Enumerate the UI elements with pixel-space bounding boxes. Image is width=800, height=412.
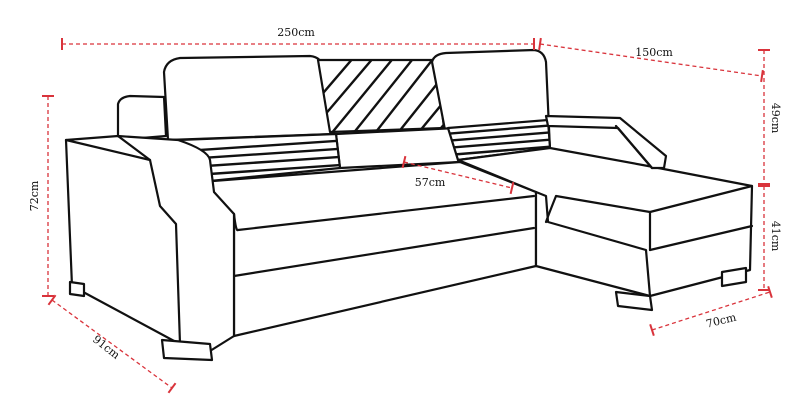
chaise-armrest [544, 114, 668, 170]
seat-cushion-middle [334, 126, 462, 170]
dim-label-seat-depth: 57cm [415, 176, 446, 189]
back-cushion-left [162, 54, 336, 142]
left-armrest-inner-edge [116, 134, 182, 346]
dim-line-seat-depth [403, 161, 513, 189]
dim-label-chaise-width: 70cm [705, 310, 738, 330]
sofa-drawing [64, 48, 754, 362]
dim-line-chaise-length-end-tick [760, 69, 764, 83]
dim-line-chaise-length [539, 43, 763, 77]
foot-back-left [68, 280, 86, 298]
chaise-front-fold [544, 194, 652, 252]
chaise-top-edge [534, 190, 652, 298]
dim-line-depth-start-tick [47, 294, 57, 306]
dim-line-depth [51, 299, 173, 389]
dim-line-seat-depth-start-tick [401, 155, 407, 169]
right-band-stripes [448, 123, 550, 157]
chaise-lounge [456, 146, 754, 298]
chaise-front-edge [648, 184, 754, 214]
dim-line-seat-depth-end-tick [509, 181, 515, 195]
foot-front-left [160, 338, 214, 362]
foot-chaise-front [614, 290, 654, 312]
dim-line-chaise-width-start-tick [649, 323, 655, 337]
left-armrest [64, 134, 236, 358]
dim-line-chaise-width-end-tick [767, 285, 773, 299]
left-armrest-front-face [64, 138, 152, 162]
seat-front-fold [232, 226, 536, 278]
left-corner-bolster [116, 94, 168, 142]
main-seat [198, 160, 538, 338]
dim-line-chaise-length-start-tick [538, 37, 542, 51]
chaise-side-fold [648, 224, 754, 252]
dim-label-backrest-height: 49cm [769, 103, 782, 134]
dim-label-width: 250cm [277, 26, 315, 39]
foot-chaise-side [720, 266, 748, 288]
dim-label-depth: 91cm [90, 333, 123, 362]
chaise-armrest-inner [614, 124, 654, 170]
dimension-lines [42, 37, 773, 394]
dim-line-depth-end-tick [167, 382, 177, 394]
dim-label-chaise-length: 150cm [635, 46, 673, 59]
dim-label-seat-height: 41cm [769, 221, 782, 252]
dim-label-total-height: 72cm [28, 180, 41, 211]
